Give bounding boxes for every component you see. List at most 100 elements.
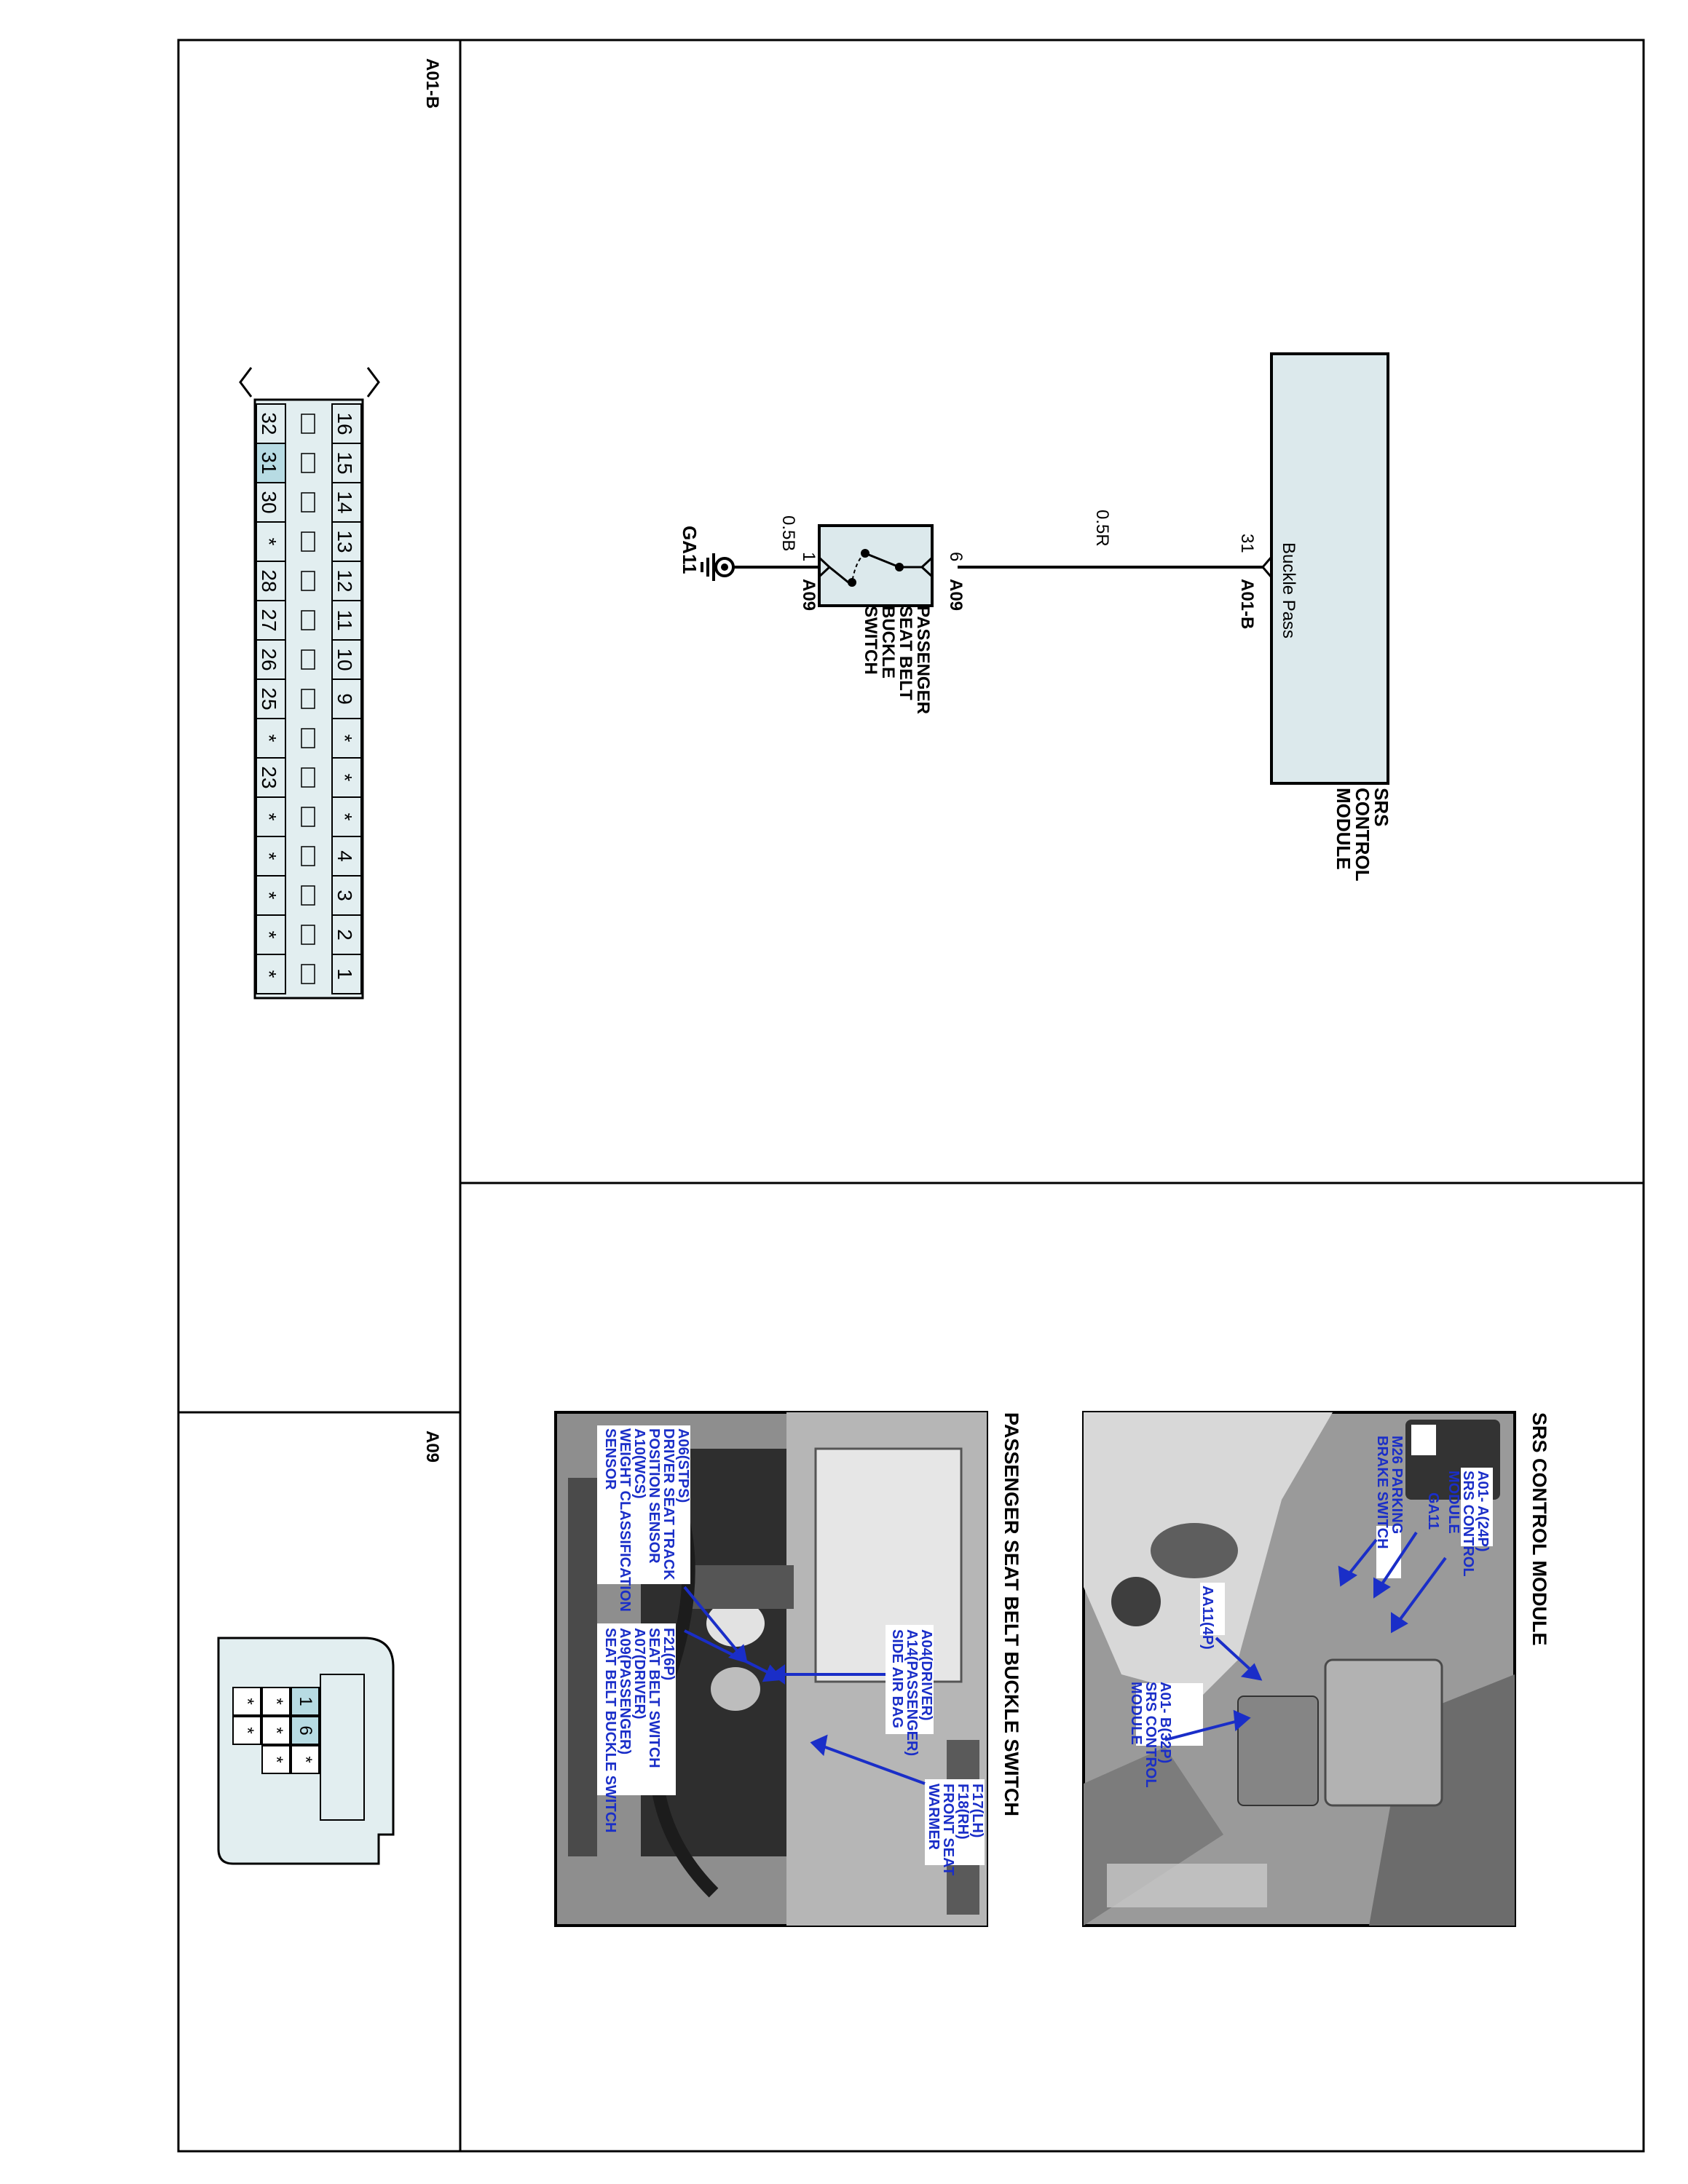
a01b-top-row-pin: 9 — [334, 693, 356, 705]
switch-contact-bottom — [848, 578, 856, 587]
a01b-bottom-row-cell — [256, 600, 286, 641]
a06-label-line1: A06(STPS) — [675, 1428, 691, 1503]
a01b-bottom-row-pin: 27 — [258, 609, 280, 631]
f17-label-line3: FRONT SEAT — [940, 1784, 956, 1875]
a01b-top-row-pin: * — [334, 735, 356, 743]
a01b-photo-label-line3: MODULE — [1128, 1682, 1144, 1745]
a01a-label-line2: SRS CONTROL — [1460, 1471, 1476, 1577]
a01b-bottom-row-cell — [256, 954, 286, 994]
a06-label-line5: WEIGHT CLASSIFICATION — [617, 1428, 633, 1612]
a01b-bottom-row-cell — [256, 836, 286, 877]
module-label-line2: CONTROL — [1352, 788, 1373, 882]
a01b-latch-slot — [301, 925, 315, 945]
switch-pin-bottom: 1 — [799, 552, 819, 561]
a01b-top-row-pin: * — [334, 813, 356, 821]
a09-latch — [320, 1674, 365, 1821]
a09-cell — [261, 1687, 291, 1716]
a01b-latch-slot — [301, 885, 315, 906]
a01b-bottom-row-pin: 31 — [258, 451, 280, 474]
a01b-bottom-row-cell — [256, 639, 286, 680]
a04-label-line1: A04(DRIVER) — [918, 1629, 934, 1721]
a01b-latch-slot — [301, 453, 315, 473]
switch-connector-bottom: A09 — [799, 579, 819, 611]
a01b-bottom-row-cell — [256, 482, 286, 523]
a01a-label-line1: A01- A(24P) — [1475, 1471, 1491, 1552]
a01b-bottom-row-pin: 25 — [258, 687, 280, 710]
a01b-bottom-row-pin: * — [258, 538, 280, 546]
module-connector-label: A01-B — [1237, 579, 1257, 629]
a01b-latch-slot — [301, 689, 315, 709]
a01b-top-row-pin: 10 — [334, 648, 356, 670]
page-frame — [177, 39, 1645, 2153]
a01b-top-row-cell — [331, 914, 362, 955]
wire-0-5r-label: 0.5R — [1092, 510, 1112, 547]
a09-cell — [291, 1745, 320, 1774]
a06-label-line6: SENSOR — [602, 1428, 618, 1490]
connector-a09-title: A09 — [422, 1431, 442, 1463]
srs-module-photo — [1082, 1411, 1516, 1927]
switch-internal-bottom — [829, 566, 849, 584]
a01b-bottom-row-cell — [256, 443, 286, 483]
a09-pin: * — [237, 1698, 257, 1704]
a01b-latch-slot — [301, 728, 315, 748]
switch-connector-top: A09 — [946, 579, 966, 611]
m26-label-line2: BRAKE SWITCH — [1374, 1436, 1390, 1549]
a01b-top-row-cell — [331, 600, 362, 641]
a01b-top-row-cell — [331, 836, 362, 877]
wire-0-5b-label: 0.5B — [778, 515, 798, 551]
a01b-latch-slot — [301, 571, 315, 591]
a01b-bottom-row-cell — [256, 914, 286, 955]
a01b-key-bottom — [239, 367, 253, 397]
a09-cell — [261, 1745, 291, 1774]
a01b-bottom-row-pin: 26 — [258, 648, 280, 670]
a01a-label-line3: MODULE — [1446, 1471, 1462, 1534]
a01b-bottom-row-pin: * — [258, 813, 280, 821]
a06-label-line3: POSITION SENSOR — [646, 1428, 662, 1564]
a01b-latch-slot — [301, 846, 315, 866]
switch-label-line4: SWITCH — [861, 606, 880, 675]
a01b-top-row-pin: 1 — [334, 968, 356, 980]
f21-label-line3: A07(DRIVER) — [631, 1628, 647, 1720]
srs-photo-title: SRS CONTROL MODULE — [1529, 1412, 1550, 1646]
switch-blade — [864, 552, 900, 569]
a09-pin: * — [267, 1698, 286, 1704]
a09-cell — [232, 1716, 261, 1745]
module-label-line1: SRS — [1370, 788, 1392, 826]
a01b-top-row-pin: 12 — [334, 569, 356, 592]
connector-a01b-title: A01-B — [422, 58, 442, 108]
a01b-photo-label-line2: SRS CONTROL — [1143, 1682, 1159, 1788]
f21-label-line4: A09(PASSENGER) — [617, 1628, 633, 1754]
a09-cell — [291, 1716, 320, 1745]
a01b-key-top — [366, 367, 380, 397]
f17-label-line4: WARMER — [926, 1784, 942, 1851]
a01b-top-row-pin: 15 — [334, 451, 356, 474]
a01b-bottom-row-pin: * — [258, 931, 280, 939]
a01b-latch-slot — [301, 649, 315, 670]
buckle-switch-box — [818, 524, 934, 607]
buckle-photo-labels: F17(LH) F18(RH) FRONT SEAT WARMER A04(DR… — [597, 1425, 985, 1875]
buckle-photo-title: PASSENGER SEAT BELT BUCKLE SWITCH — [1001, 1412, 1022, 1816]
a01b-top-row-pin: 2 — [334, 929, 356, 941]
a01b-bottom-row-cell — [256, 875, 286, 916]
a01b-bottom-row-pin: 30 — [258, 491, 280, 513]
a01b-bottom-row-pin: * — [258, 970, 280, 978]
a01b-latch-slot — [301, 414, 315, 434]
schematic-diagram: SRS CONTROL MODULE Buckle Pass 31 A01-B … — [679, 352, 1392, 882]
a09-pin: 1 — [296, 1696, 315, 1706]
f17-label-line1: F17(LH) — [969, 1784, 985, 1837]
f21-label-line1: F21(6P) — [660, 1628, 677, 1680]
f21-label-line5: SEAT BELT BUCKLE SWITCH — [602, 1628, 618, 1832]
a01b-top-row-cell — [331, 954, 362, 994]
a01b-bottom-row-pin: * — [258, 735, 280, 743]
ground-label: GA11 — [679, 526, 701, 574]
switch-pin-top: 6 — [946, 552, 966, 561]
a01b-bottom-row-pin: 23 — [258, 766, 280, 788]
a01b-top-row-cell — [331, 718, 362, 759]
a09-pin: * — [237, 1727, 257, 1733]
a01b-top-row-cell — [331, 443, 362, 483]
switch-label-line3: BUCKLE — [878, 606, 898, 678]
a09-cell — [232, 1687, 261, 1716]
a01b-latch-slot — [301, 964, 315, 984]
aa11-label: AA11(4P) — [1199, 1586, 1215, 1650]
